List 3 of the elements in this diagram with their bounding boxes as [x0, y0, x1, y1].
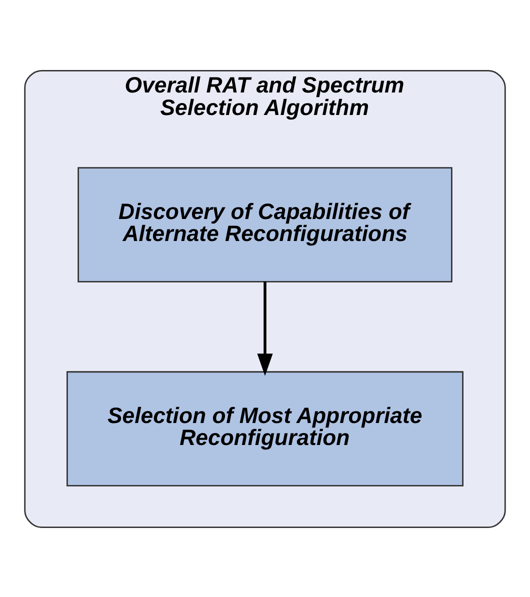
arrow: [257, 281, 273, 376]
node-box: Selection of Most Appropriate Reconfiguration: [66, 370, 464, 486]
node-box: Discovery of Capabilities of Alternate Reconfigurations: [78, 166, 452, 282]
